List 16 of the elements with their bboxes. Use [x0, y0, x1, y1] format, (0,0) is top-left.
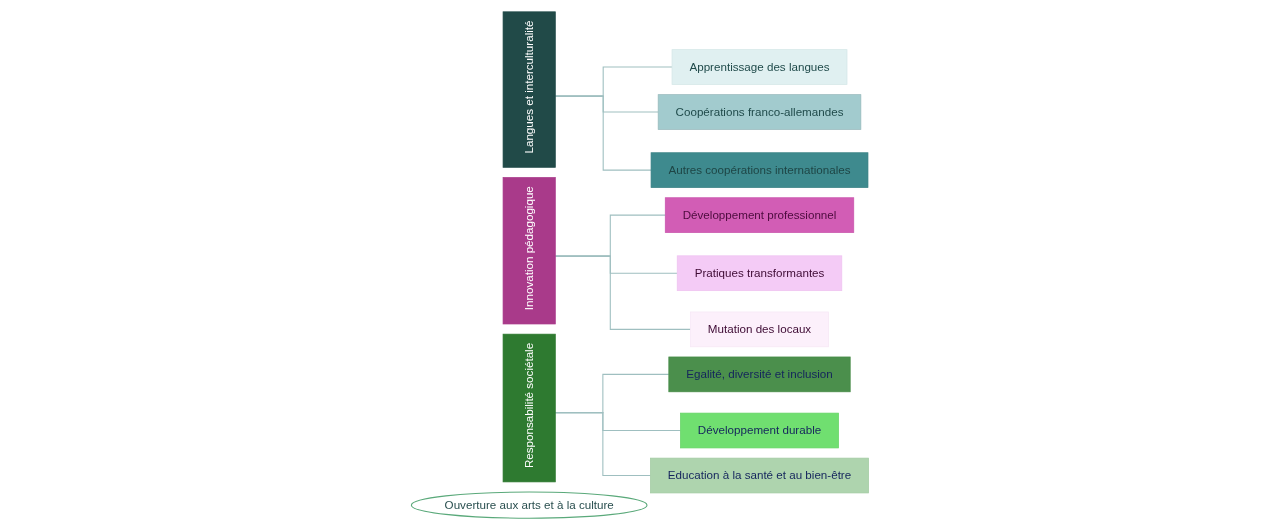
connector — [554, 412, 651, 477]
node-box: Langues et interculturalité — [502, 11, 556, 168]
connector — [554, 95, 652, 171]
node-box: Egalité, diversité et inclusion — [668, 356, 851, 393]
connector — [554, 255, 691, 330]
node-box: Education à la santé et au bien-être — [650, 457, 869, 494]
node-ellipse: Ouverture aux arts et à la culture — [410, 491, 648, 519]
node-box: Mutation des locaux — [690, 311, 829, 348]
node-box: Apprentissage des langues — [671, 49, 848, 85]
node-box: Autres coopérations internationales — [650, 152, 869, 188]
node-box: Innovation pédagogique — [502, 177, 556, 325]
node-box: Développement durable — [680, 412, 839, 449]
node-box: Coopérations franco-allemandes — [657, 94, 862, 130]
node-box: Développement professionnel — [664, 197, 855, 233]
node-box: Responsabilité sociétale — [502, 333, 556, 483]
node-box: Pratiques transformantes — [676, 255, 843, 292]
